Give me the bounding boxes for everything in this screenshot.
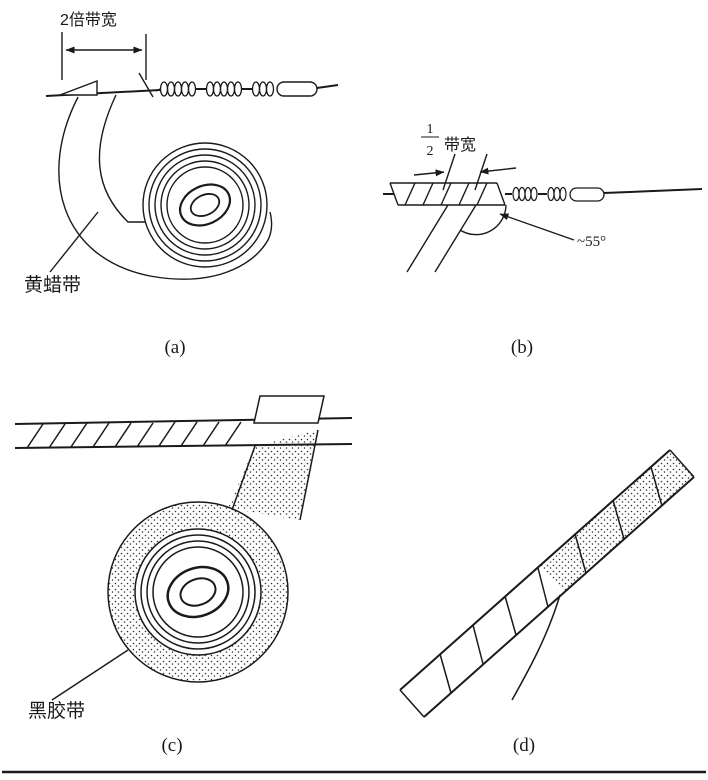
- caption-b: (b): [511, 337, 533, 358]
- caption-d: (d): [513, 735, 535, 756]
- half-lap-tape-band: [383, 182, 506, 206]
- wire-end-loop: [276, 81, 318, 97]
- twisted-joint-coils-b: [505, 186, 703, 202]
- leader-line-black-tape: [51, 649, 129, 701]
- wire-end-loop-b: [569, 187, 605, 202]
- wax-tape-label: 黄蜡带: [24, 274, 81, 296]
- roll-core-outer: [166, 565, 230, 619]
- tape-start-triangle: [59, 79, 98, 96]
- panel-c: 黑胶带 (c): [14, 395, 353, 756]
- finished-wrap-band: [399, 449, 695, 718]
- leader-line-wax-tape: [49, 211, 99, 273]
- angle-arc: [459, 204, 507, 236]
- tape-edge-slash: [138, 72, 154, 98]
- fraction-numerator: 1: [427, 122, 434, 137]
- angle-label: ~55°: [577, 234, 606, 250]
- dimension-half-tape-width: 1 2 带宽: [413, 122, 517, 191]
- twisted-joint-coils: [155, 81, 318, 97]
- angle-pointer-arrow: [499, 213, 575, 241]
- tape-strip: [58, 94, 273, 280]
- tape-fold-flap: [253, 395, 325, 424]
- panel-d: (d): [399, 449, 695, 756]
- wax-tape-roll: [142, 142, 268, 268]
- dim-label-2x-tape-width: 2倍带宽: [60, 11, 117, 29]
- black-tape-roll: [107, 501, 289, 683]
- dim-label-tape-width: 带宽: [444, 136, 476, 154]
- caption-a: (a): [164, 337, 185, 358]
- roll-core-outer: [179, 183, 231, 227]
- caption-c: (c): [161, 735, 182, 756]
- panel-b: 1 2 带宽: [383, 122, 703, 358]
- tape-tail-and-angle: [406, 204, 575, 273]
- roll-core-inner: [189, 193, 221, 217]
- fraction-denominator: 2: [427, 144, 434, 159]
- tape-tail-curve: [511, 594, 561, 701]
- dimension-2x-tape-width: [61, 32, 147, 80]
- panel-a: 2倍带宽: [24, 11, 339, 358]
- black-tape-label: 黑胶带: [28, 700, 85, 722]
- roll-core-inner: [179, 577, 217, 607]
- wire-with-joint: [45, 72, 339, 98]
- tape-strip-black: [228, 429, 319, 521]
